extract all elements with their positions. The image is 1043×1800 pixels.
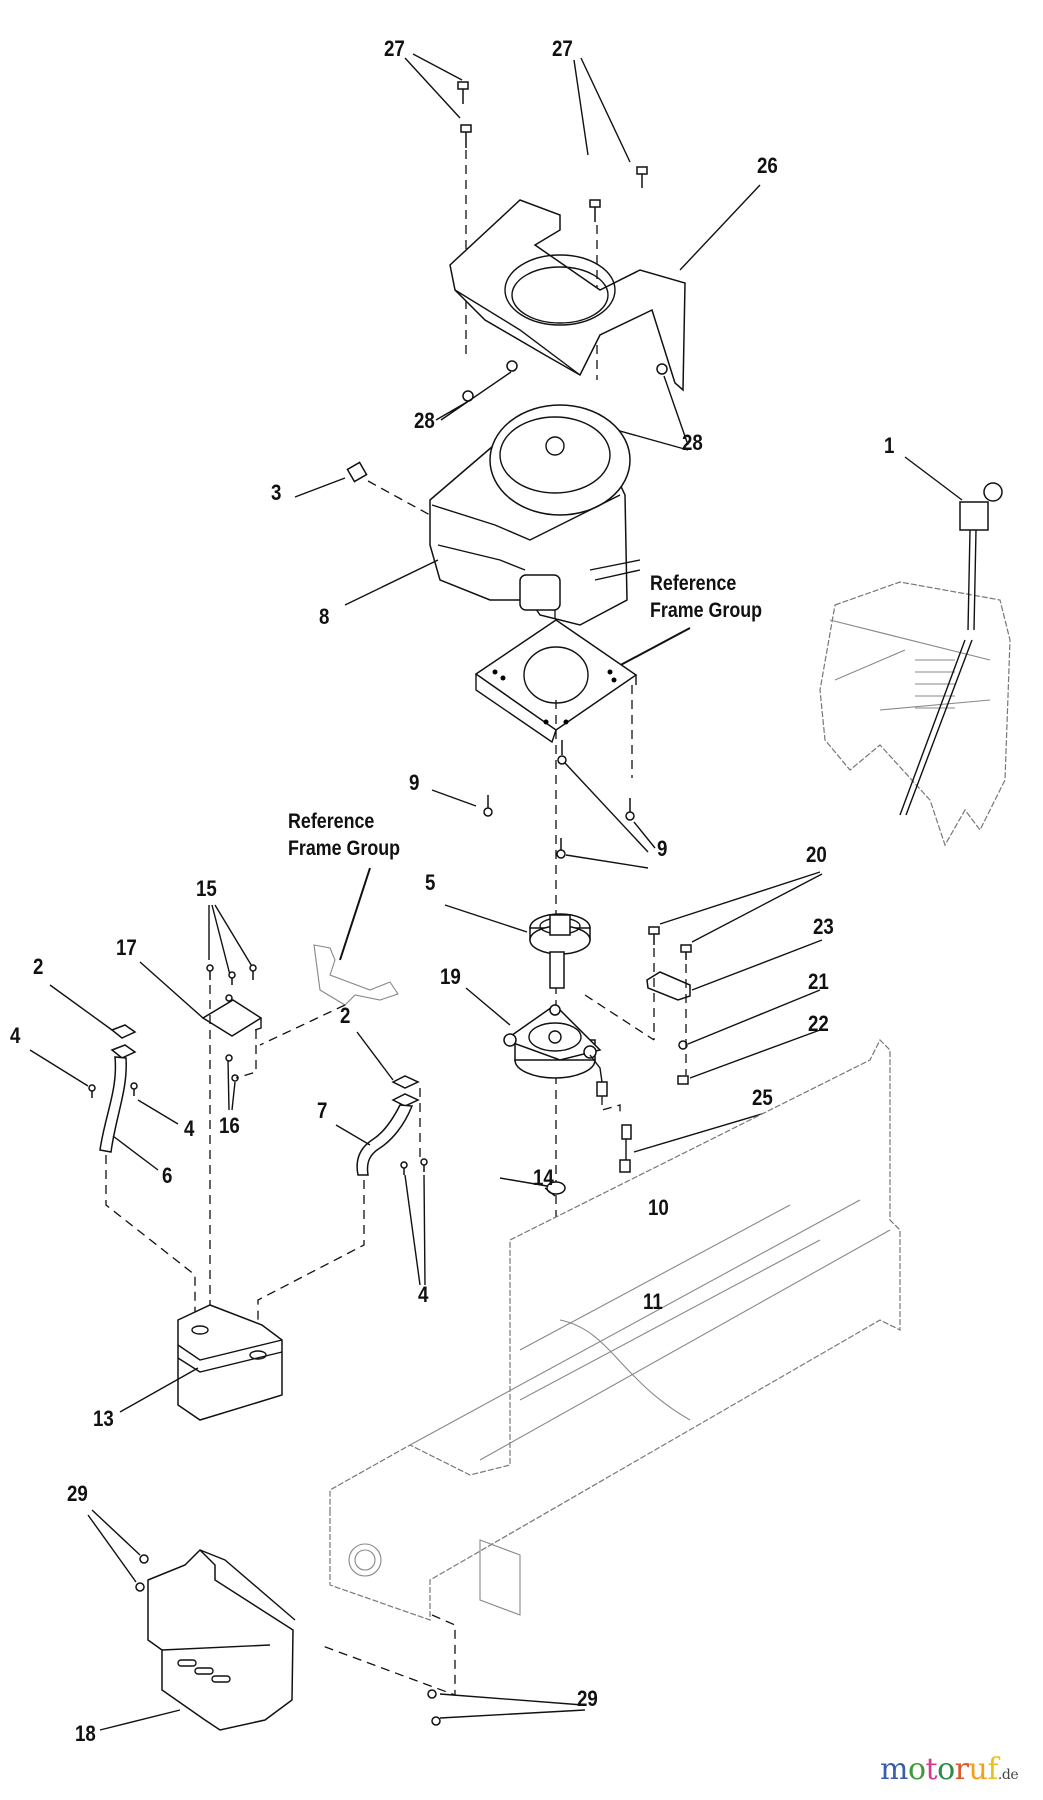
watermark-logo: motoruf.de [880, 1752, 1019, 1787]
connector-25 [619, 1112, 766, 1173]
callout-22: 22 [808, 1011, 829, 1036]
callout-4: 4 [184, 1116, 195, 1141]
exhaust-pipe-6 [29, 984, 179, 1171]
blower-housing-26 [449, 199, 686, 392]
watermark-letter: o [937, 1752, 955, 1787]
callout-7: 7 [317, 1098, 328, 1123]
exhaust-pipe-7 [335, 1031, 428, 1286]
watermark-letter: t [925, 1752, 938, 1787]
watermark-letter: f [987, 1752, 998, 1787]
callout-28: 28 [682, 430, 703, 455]
reference-line1: Reference [650, 572, 737, 595]
watermark-letter: r [954, 1752, 969, 1787]
callout-3: 3 [271, 480, 282, 505]
callout-9: 9 [409, 770, 420, 795]
watermark-letter: m [880, 1752, 908, 1787]
callout-20: 20 [806, 842, 827, 867]
callout-23: 23 [813, 914, 834, 939]
callout-28: 28 [414, 408, 435, 433]
reference-line1: Reference [288, 810, 375, 833]
callout-1: 1 [884, 433, 895, 458]
callout-19: 19 [440, 964, 461, 989]
muffler-13 [119, 1304, 283, 1421]
watermark-letter: o [907, 1752, 926, 1787]
reference-line2: Frame Group [288, 837, 401, 861]
callout-18: 18 [75, 1721, 96, 1746]
callout-9: 9 [657, 836, 668, 861]
bracket-reference [313, 944, 399, 1006]
callout-14: 14 [533, 1165, 554, 1190]
callout-29: 29 [577, 1686, 598, 1711]
callout-11: 11 [643, 1289, 663, 1314]
reference-line2: Frame Group [650, 599, 763, 623]
dash-panel [819, 581, 1011, 847]
bolt-29-group [87, 1509, 586, 1726]
bolt-27-group [404, 53, 648, 222]
heat-shield-17 [139, 904, 263, 1111]
mounting-plate [474, 619, 638, 744]
tractor-frame [329, 1038, 901, 1621]
watermark-text: motoruf [880, 1752, 998, 1787]
callout-6: 6 [162, 1163, 173, 1188]
callout-21: 21 [808, 969, 829, 994]
watermark-suffix: .de [997, 1767, 1019, 1783]
callout-26: 26 [757, 153, 778, 178]
callout-4: 4 [10, 1023, 21, 1048]
ignition-switch-1 [899, 456, 1003, 816]
reference-frame-group-label: Reference Frame Group [650, 570, 762, 625]
callout-10: 10 [648, 1195, 669, 1220]
heat-shield-18 [99, 1548, 296, 1731]
callout-13: 13 [93, 1406, 114, 1431]
callout-16: 16 [219, 1113, 240, 1138]
pulley-5 [529, 913, 591, 989]
callout-27: 27 [552, 36, 573, 61]
callout-27: 27 [384, 36, 405, 61]
engine-8 [429, 404, 641, 626]
callout-15: 15 [196, 876, 217, 901]
callout-2: 2 [33, 954, 44, 979]
callout-8: 8 [319, 604, 330, 629]
callout-5: 5 [425, 870, 436, 895]
hardware-20-23-21-22 [646, 871, 823, 1085]
fitting-3 [294, 461, 431, 516]
reference-frame-group-label: Reference Frame Group [288, 808, 400, 863]
callout-17: 17 [116, 935, 137, 960]
callout-2: 2 [340, 1003, 351, 1028]
clutch-19 [503, 1004, 608, 1097]
callout-4: 4 [418, 1282, 429, 1307]
watermark-letter: u [968, 1752, 988, 1787]
callout-25: 25 [752, 1085, 773, 1110]
screw-9-group [431, 740, 656, 869]
callout-29: 29 [67, 1481, 88, 1506]
